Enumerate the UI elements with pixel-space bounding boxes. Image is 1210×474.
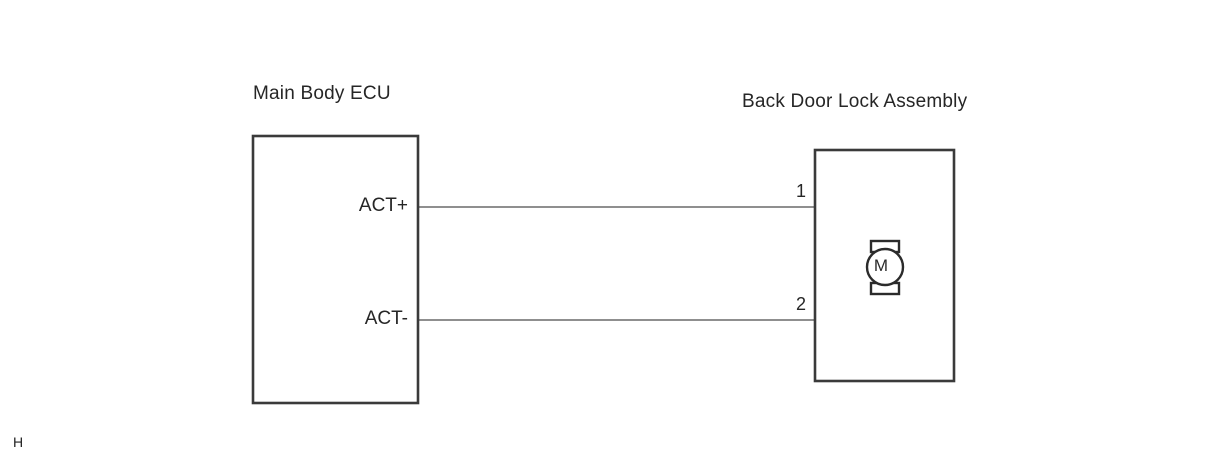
motor-symbol-letter: M: [873, 256, 889, 275]
pin-number-2: 2: [795, 294, 806, 314]
pin-number-1: 1: [795, 181, 806, 201]
main-body-ecu-box: [251, 134, 420, 405]
terminal-label-act-plus: ACT+: [358, 195, 408, 216]
motor-circle: [865, 247, 905, 287]
terminal-label-act-minus: ACT-: [364, 308, 408, 329]
back-door-lock-assembly-title: Back Door Lock Assembly: [742, 91, 968, 112]
main-body-ecu-title: Main Body ECU: [253, 83, 391, 104]
page-reference-mark: H: [13, 434, 24, 450]
